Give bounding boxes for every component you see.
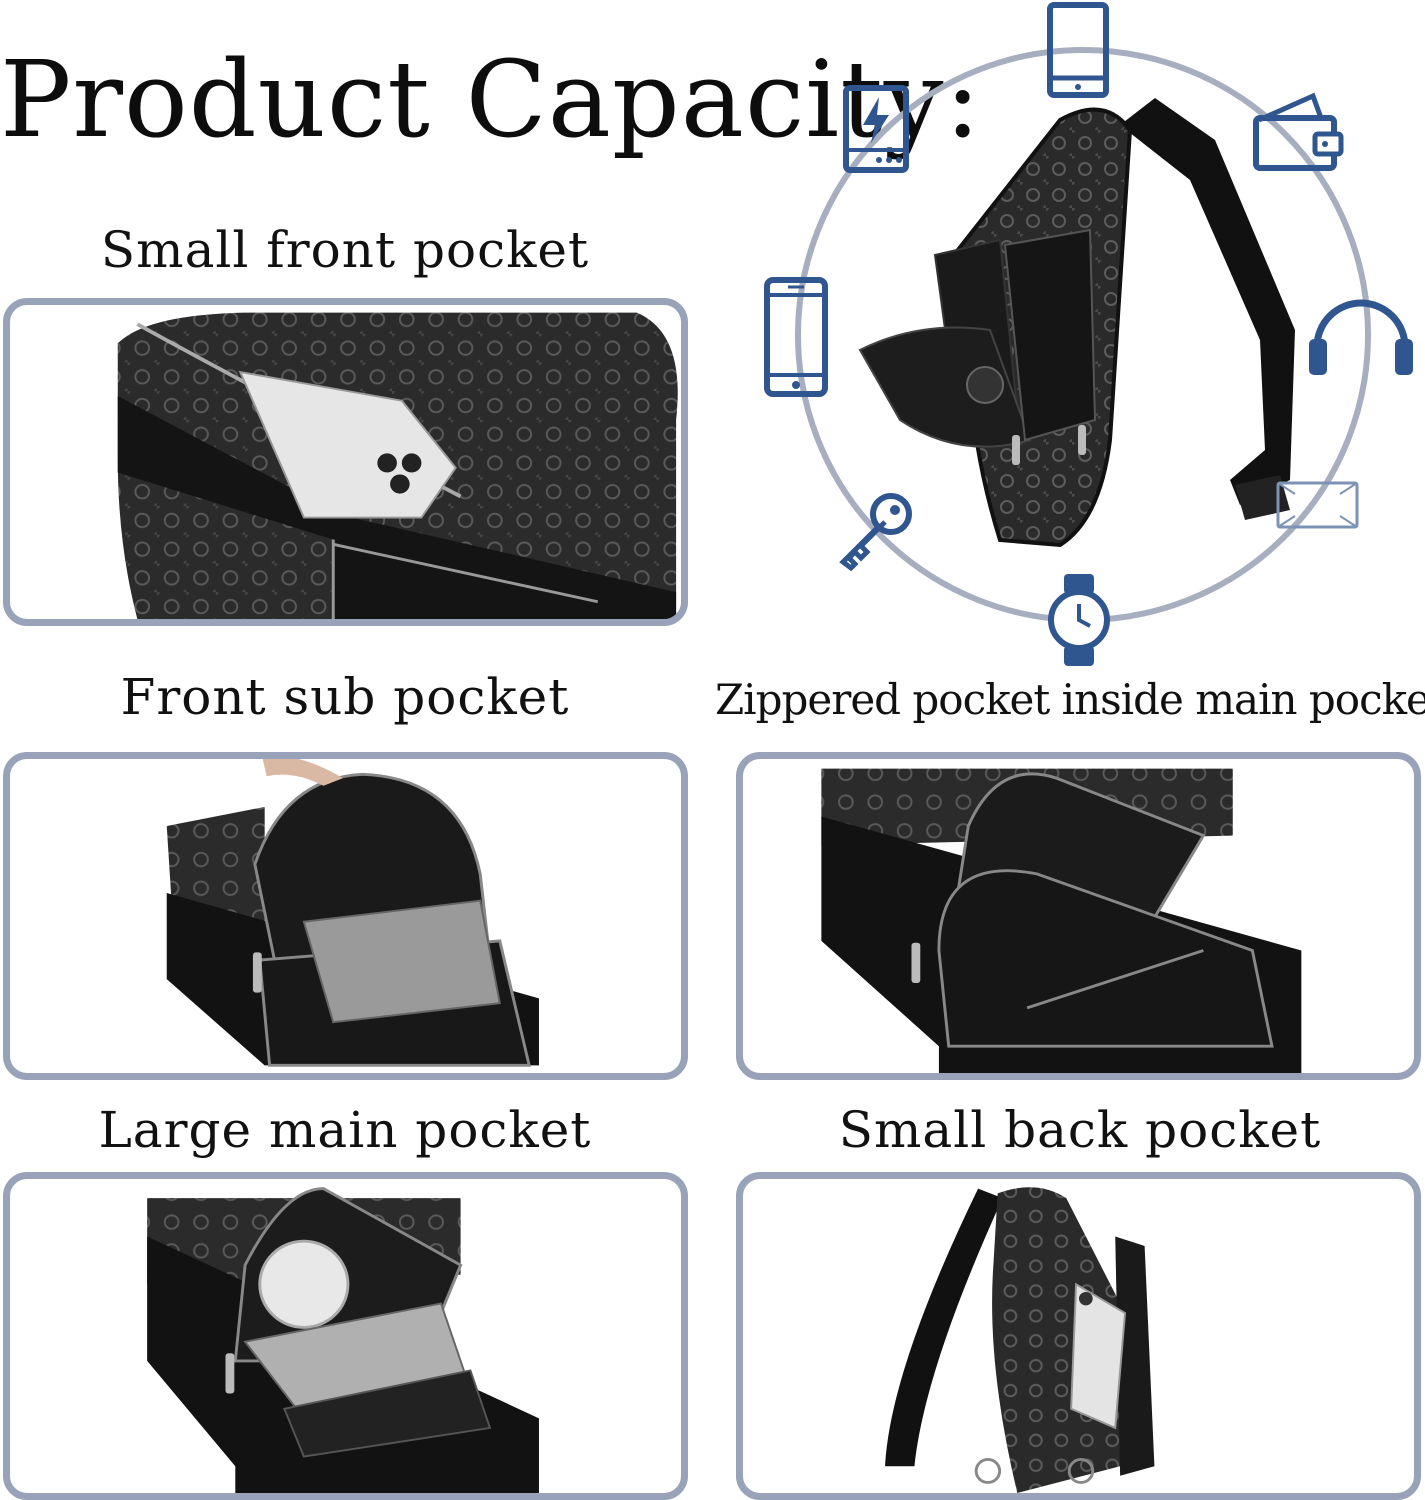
headphones-icon bbox=[1305, 297, 1417, 379]
front-sub-pocket-photo bbox=[3, 752, 688, 1080]
large-main-pocket-photo bbox=[3, 1172, 688, 1500]
key-icon bbox=[835, 490, 915, 572]
watch-icon bbox=[1046, 572, 1112, 668]
small-front-pocket-label: Small front pocket bbox=[100, 221, 590, 279]
capacity-diagram bbox=[760, 0, 1425, 670]
small-back-pocket-photo bbox=[736, 1172, 1421, 1500]
tissue-pack-icon bbox=[1275, 480, 1360, 530]
small-back-pocket-label: Small back pocket bbox=[838, 1101, 1322, 1159]
large-main-pocket-label: Large main pocket bbox=[98, 1101, 592, 1159]
phone-icon bbox=[764, 277, 828, 397]
front-sub-pocket-label: Front sub pocket bbox=[120, 668, 570, 726]
zippered-inside-pocket-label: Zippered pocket inside main pocket bbox=[715, 675, 1425, 724]
zippered-inside-pocket-photo bbox=[736, 752, 1421, 1080]
wallet-icon bbox=[1253, 90, 1345, 172]
power-bank-icon bbox=[843, 85, 909, 173]
tablet-icon bbox=[1047, 2, 1109, 98]
capacity-circle bbox=[795, 47, 1371, 623]
page-title: Product Capacity: bbox=[0, 38, 982, 161]
small-front-pocket-photo bbox=[3, 298, 688, 626]
